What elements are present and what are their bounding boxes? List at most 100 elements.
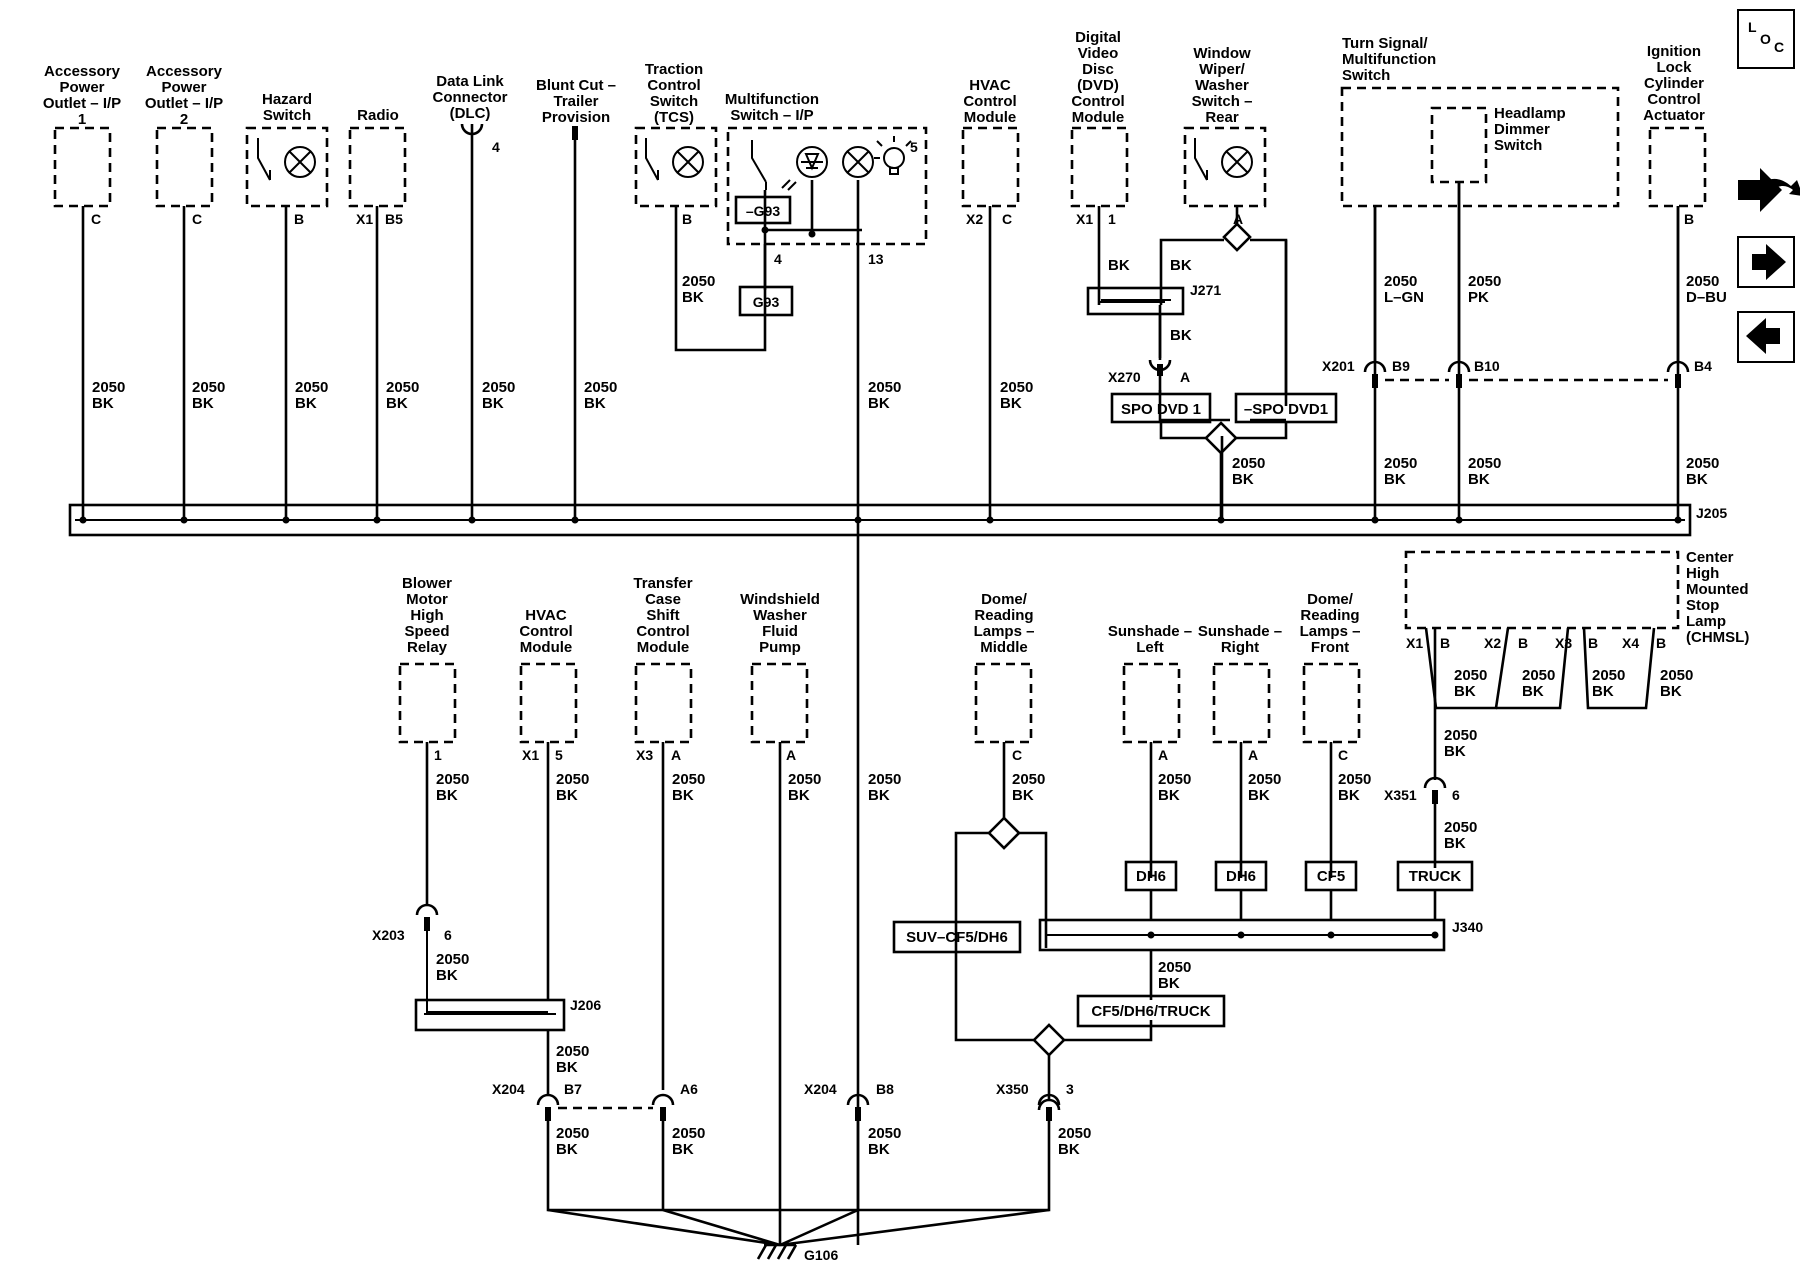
svg-text:B: B bbox=[294, 211, 304, 227]
svg-text:2050: 2050 bbox=[1468, 455, 1501, 472]
component-label-sunshade-right: Sunshade – Right bbox=[1198, 623, 1282, 656]
svg-text:Video: Video bbox=[1078, 45, 1119, 62]
svg-text:(DVD): (DVD) bbox=[1077, 77, 1119, 94]
svg-text:BK: BK bbox=[295, 395, 317, 412]
svg-text:Turn Signal/: Turn Signal/ bbox=[1342, 35, 1428, 52]
svg-text:A6: A6 bbox=[680, 1081, 698, 1097]
component-label-radio: Radio bbox=[357, 107, 399, 124]
svg-text:BK: BK bbox=[788, 787, 810, 804]
top-wires bbox=[81, 134, 1680, 1245]
svg-text:Sunshade –: Sunshade – bbox=[1198, 623, 1282, 640]
svg-text:2050: 2050 bbox=[192, 379, 225, 396]
splice-bar-j205: J205 bbox=[68, 503, 1727, 537]
svg-text:Digital: Digital bbox=[1075, 29, 1121, 46]
svg-text:J206: J206 bbox=[570, 997, 601, 1013]
component-label-blower: Blower Motor High Speed Relay bbox=[402, 575, 452, 656]
svg-text:X203: X203 bbox=[372, 927, 405, 943]
svg-text:2050: 2050 bbox=[1660, 667, 1693, 684]
svg-text:BK: BK bbox=[1592, 683, 1614, 700]
svg-text:Headlamp: Headlamp bbox=[1494, 105, 1566, 122]
svg-text:2050: 2050 bbox=[1058, 1125, 1091, 1142]
svg-text:Lamp: Lamp bbox=[1686, 613, 1726, 630]
component-label-dome-front: Dome/ Reading Lamps – Front bbox=[1300, 591, 1361, 656]
svg-text:(CHMSL): (CHMSL) bbox=[1686, 629, 1749, 646]
svg-text:X2: X2 bbox=[966, 211, 983, 227]
svg-text:Switch: Switch bbox=[263, 107, 311, 124]
component-box-transfer-case bbox=[634, 662, 693, 744]
component-box-rear-wiper bbox=[1183, 126, 1267, 208]
x203-labels: X203 6 bbox=[372, 927, 452, 943]
svg-text:2050: 2050 bbox=[295, 379, 328, 396]
svg-text:2050: 2050 bbox=[1338, 771, 1371, 788]
svg-text:Outlet – I/P: Outlet – I/P bbox=[145, 95, 223, 112]
svg-text:BK: BK bbox=[1158, 787, 1180, 804]
svg-text:Provision: Provision bbox=[542, 109, 610, 126]
arrow-left-icon[interactable] bbox=[1737, 311, 1795, 363]
svg-text:C: C bbox=[91, 211, 101, 227]
svg-text:2050: 2050 bbox=[1158, 771, 1191, 788]
svg-text:BK: BK bbox=[1686, 471, 1708, 488]
svg-text:X351: X351 bbox=[1384, 787, 1417, 803]
svg-text:J205: J205 bbox=[1696, 505, 1727, 521]
svg-text:Switch –: Switch – bbox=[1192, 93, 1253, 110]
svg-text:6: 6 bbox=[1452, 787, 1460, 803]
svg-text:2050: 2050 bbox=[1686, 455, 1719, 472]
svg-text:O: O bbox=[1760, 31, 1771, 47]
svg-text:3: 3 bbox=[1066, 1081, 1074, 1097]
svg-text:X204: X204 bbox=[804, 1081, 837, 1097]
svg-text:1: 1 bbox=[1108, 211, 1116, 227]
component-label-accessory-1: Accessory Power Outlet – I/P 1 bbox=[43, 63, 121, 128]
svg-text:C: C bbox=[1338, 747, 1348, 763]
component-box-dome-front bbox=[1302, 662, 1361, 744]
svg-text:Blunt Cut –: Blunt Cut – bbox=[536, 77, 616, 94]
svg-text:Stop: Stop bbox=[1686, 597, 1719, 614]
svg-text:BK: BK bbox=[1444, 743, 1466, 760]
component-box-tcs bbox=[634, 126, 718, 208]
component-label-dome-middle: Dome/ Reading Lamps – Middle bbox=[974, 591, 1035, 656]
svg-text:BK: BK bbox=[1232, 471, 1254, 488]
wrench-arrow-icon[interactable] bbox=[1738, 168, 1800, 212]
svg-text:Reading: Reading bbox=[1300, 607, 1359, 624]
svg-text:Accessory: Accessory bbox=[44, 63, 121, 80]
svg-text:–SPO DVD1: –SPO DVD1 bbox=[1244, 401, 1328, 418]
arrow-right-icon[interactable] bbox=[1737, 236, 1795, 288]
component-box-ignition bbox=[1648, 126, 1707, 208]
svg-text:Module: Module bbox=[520, 639, 573, 656]
svg-text:A: A bbox=[671, 747, 681, 763]
component-label-headlamp-dimmer: Headlamp Dimmer Switch bbox=[1494, 105, 1566, 154]
svg-text:2050: 2050 bbox=[1454, 667, 1487, 684]
svg-text:BK: BK bbox=[436, 967, 458, 984]
component-box-hvac-top bbox=[961, 126, 1020, 208]
svg-text:Blower: Blower bbox=[402, 575, 452, 592]
svg-text:Lamps –: Lamps – bbox=[1300, 623, 1361, 640]
svg-text:Switch: Switch bbox=[1342, 67, 1390, 84]
svg-text:BK: BK bbox=[868, 1141, 890, 1158]
svg-text:PK: PK bbox=[1468, 289, 1489, 306]
loc-icon[interactable]: L O C bbox=[1737, 9, 1795, 69]
dvd-branch: J271 BK BK BK X270 A SPO DVD 1 –SPO DVD1 bbox=[1086, 222, 1338, 520]
svg-text:2: 2 bbox=[180, 111, 188, 128]
component-box-washer-pump bbox=[750, 662, 809, 744]
svg-text:BK: BK bbox=[1158, 975, 1180, 992]
svg-text:Speed: Speed bbox=[404, 623, 449, 640]
svg-text:2050: 2050 bbox=[682, 273, 715, 290]
svg-text:X350: X350 bbox=[996, 1081, 1029, 1097]
component-box-dvd bbox=[1070, 126, 1129, 208]
svg-text:HVAC: HVAC bbox=[969, 77, 1011, 94]
svg-text:Rear: Rear bbox=[1205, 109, 1239, 126]
x204-connectors: X204 B7 A6 X204 B8 bbox=[492, 1081, 894, 1121]
svg-text:5: 5 bbox=[910, 139, 918, 155]
svg-text:B8: B8 bbox=[876, 1081, 894, 1097]
component-box-dome-middle bbox=[974, 662, 1033, 744]
svg-text:Pump: Pump bbox=[759, 639, 801, 656]
component-label-chmsl: Center High Mounted Stop Lamp (CHMSL) bbox=[1686, 549, 1749, 646]
svg-text:4: 4 bbox=[492, 139, 500, 155]
svg-text:Switch: Switch bbox=[650, 93, 698, 110]
svg-text:X270: X270 bbox=[1108, 369, 1141, 385]
svg-text:2050: 2050 bbox=[386, 379, 419, 396]
svg-text:X2: X2 bbox=[1484, 635, 1501, 651]
svg-text:Dome/: Dome/ bbox=[981, 591, 1028, 608]
svg-text:X204: X204 bbox=[492, 1081, 525, 1097]
svg-text:Switch: Switch bbox=[1494, 137, 1542, 154]
svg-text:B5: B5 bbox=[385, 211, 403, 227]
